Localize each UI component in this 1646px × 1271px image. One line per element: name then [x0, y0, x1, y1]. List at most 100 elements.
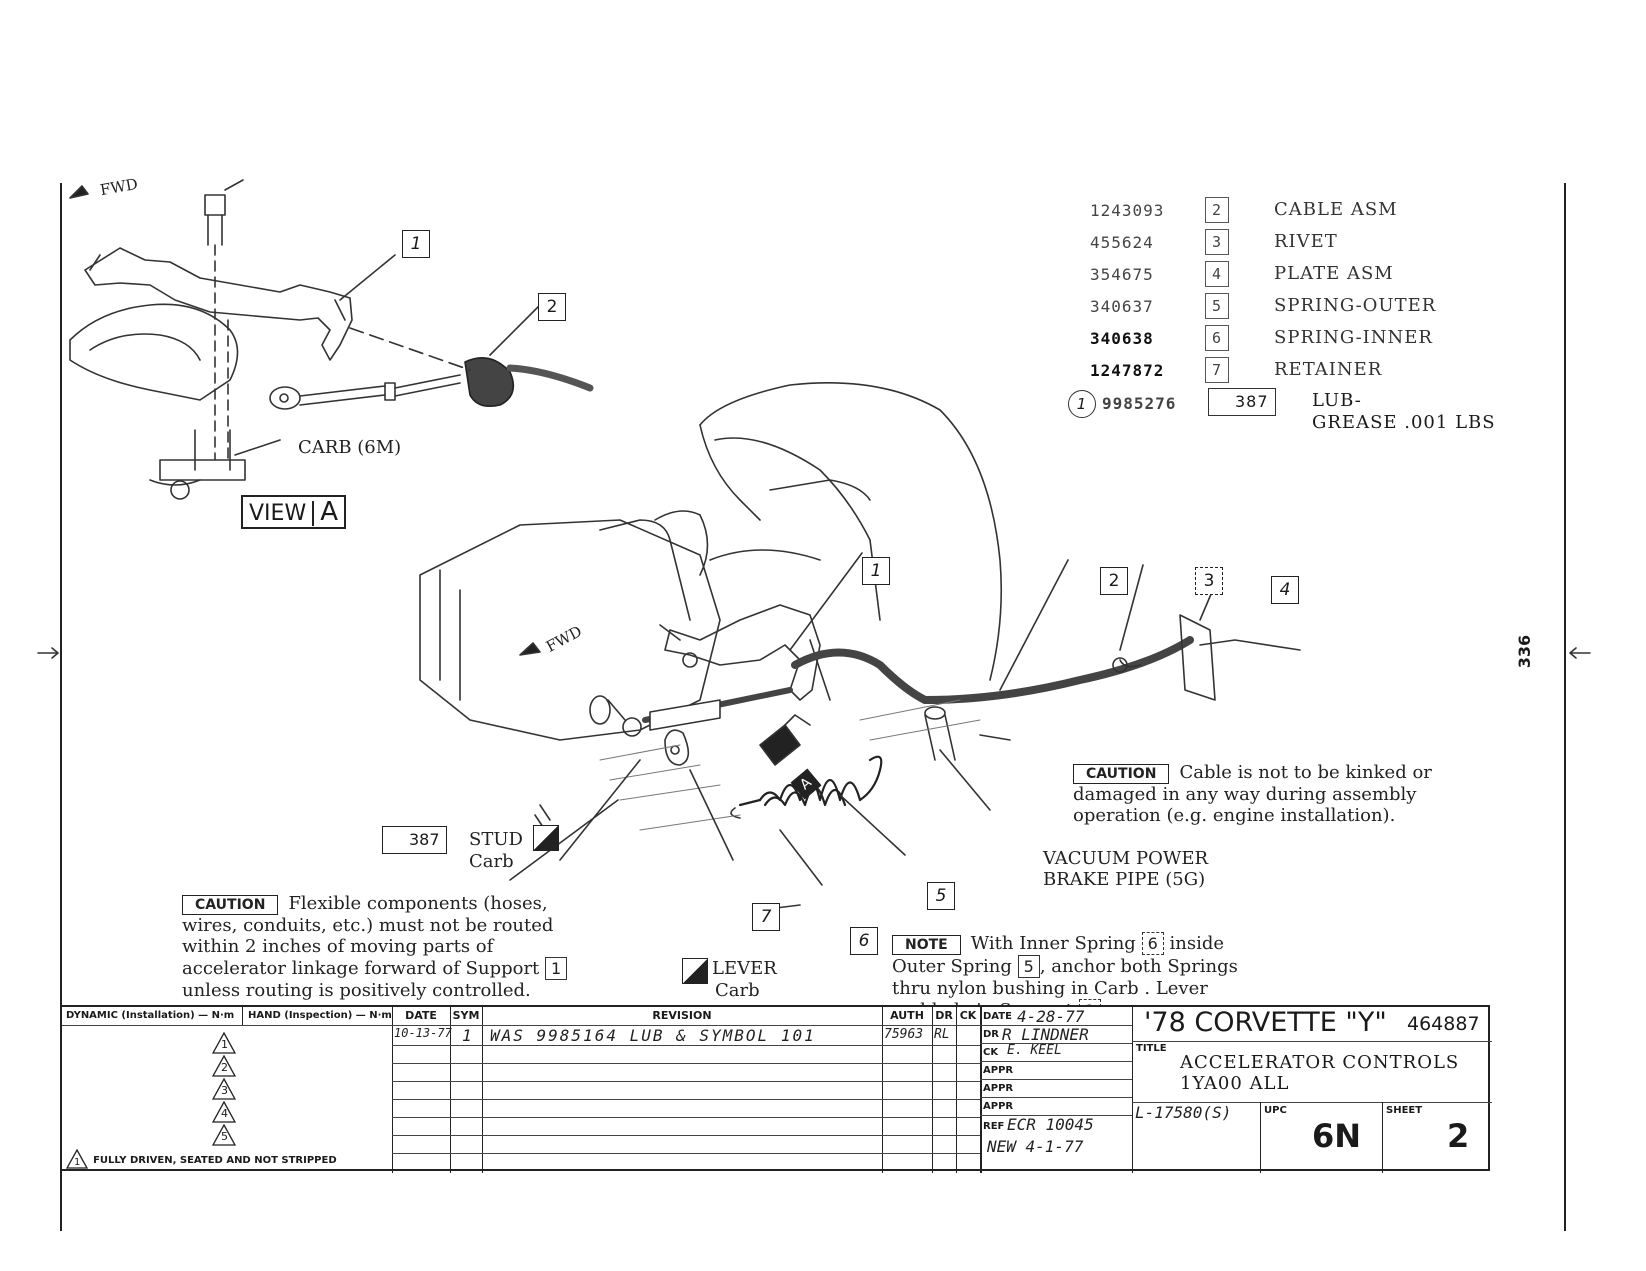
- rev-row-rule: [392, 1045, 980, 1046]
- sheet-value: 2: [1447, 1117, 1470, 1155]
- stud-code-tag: 387: [382, 826, 447, 854]
- caution-cable-text-1: Cable is not to be kinked or: [1179, 762, 1432, 783]
- spring-note-text-1c: inside: [1169, 933, 1225, 954]
- triangle-icon: [211, 1100, 237, 1123]
- torque-sym-num: 1: [221, 1038, 228, 1051]
- hand-header: HAND (Inspection) — N·m: [248, 1010, 392, 1021]
- date-label: DATE: [983, 1011, 1012, 1022]
- rev-col-rule: [482, 1007, 483, 1173]
- part-symbol: 6: [1205, 325, 1229, 351]
- lube-desc-1: LUB-: [1312, 390, 1362, 411]
- torque-sym-num: 3: [221, 1084, 228, 1097]
- rev-dr: RL: [934, 1027, 950, 1042]
- part-symbol: 3: [1205, 229, 1229, 255]
- torque-divider: [392, 1007, 393, 1173]
- triangle-icon: [211, 1031, 237, 1054]
- spring-note-line-1: NOTE With Inner Spring 6 inside: [892, 932, 1238, 955]
- col-ck: CK: [959, 1009, 977, 1022]
- caution-flex-text-3: within 2 inches of moving parts of: [182, 936, 494, 957]
- callout-2: 2: [1100, 567, 1128, 595]
- spring-note-ref-6: 6: [1141, 932, 1164, 955]
- rev-auth: 75963: [884, 1027, 924, 1042]
- callout-6: 6: [850, 927, 878, 955]
- stud-code: 387: [409, 830, 440, 849]
- parts-row: 354675 4 PLATE ASM: [1090, 261, 1590, 291]
- lube-code-value: 387: [1235, 392, 1269, 411]
- torque-sym-num: 2: [221, 1061, 228, 1074]
- spring-note-ref-5: 5: [1017, 955, 1040, 978]
- approval-row-rule: [980, 1079, 1132, 1080]
- stud-sub-label: Carb: [469, 851, 514, 872]
- part-number: 1243093: [1090, 201, 1165, 220]
- rev-col-rule: [932, 1007, 933, 1173]
- model-name: '78 CORVETTE "Y": [1144, 1007, 1387, 1038]
- part-symbol: 7: [1205, 357, 1229, 383]
- part-symbol: 4: [1205, 261, 1229, 287]
- code-rule: [1132, 1102, 1492, 1103]
- torque-sym: 1: [211, 1031, 237, 1054]
- caution-cable-tag: CAUTION: [1073, 764, 1170, 784]
- sheet-rule: [1382, 1102, 1383, 1173]
- approval-col-rule: [1132, 1007, 1133, 1173]
- appr-label-2: APPR: [983, 1083, 1014, 1094]
- approval-row-rule: [980, 1043, 1132, 1044]
- rev-col-rule: [980, 1007, 982, 1173]
- approval-row-rule: [980, 1115, 1132, 1116]
- title-line-2: 1YA00 ALL: [1180, 1073, 1290, 1094]
- title-line-1: ACCELERATOR CONTROLS: [1180, 1052, 1460, 1073]
- part-number: 354675: [1090, 265, 1154, 284]
- part-number: 340638: [1090, 329, 1154, 348]
- callout-1: 1: [862, 557, 890, 585]
- spring-note-text-2a: Outer Spring: [892, 956, 1012, 977]
- part-number: 340637: [1090, 297, 1154, 316]
- dr-value: R LINDNER: [1002, 1025, 1089, 1044]
- page-number: 336: [1515, 634, 1535, 669]
- col-date: DATE: [405, 1009, 437, 1022]
- parts-row: 1243093 2 CABLE ASM: [1090, 197, 1590, 227]
- col-sym: SYM: [452, 1009, 480, 1022]
- parts-row: 340637 5 SPRING-OUTER: [1090, 293, 1590, 323]
- rev-date: 10-13-77: [394, 1026, 452, 1040]
- part-symbol: 2: [1205, 197, 1229, 223]
- carb-6m-label: CARB (6M): [298, 437, 402, 458]
- callout-3: 3: [1195, 567, 1223, 595]
- callout-view-a-1: 1: [402, 230, 430, 258]
- note-tag: NOTE: [892, 935, 961, 955]
- drawing-number: 464887: [1407, 1013, 1480, 1035]
- spring-note-text-1a: With Inner Spring: [970, 933, 1136, 954]
- rev-row-rule: [392, 1063, 980, 1064]
- torque-header-split: [242, 1007, 243, 1025]
- torque-sym-num: 5: [221, 1130, 228, 1143]
- caution-flex-support-ref: 1: [545, 957, 568, 980]
- vacuum-label-2: BRAKE PIPE (5G): [1043, 869, 1206, 890]
- footnote-text: FULLY DRIVEN, SEATED AND NOT STRIPPED: [93, 1155, 337, 1166]
- caution-cable-line-1: CAUTION Cable is not to be kinked or: [1073, 762, 1432, 784]
- ck-value: E. KEEL: [1007, 1043, 1062, 1058]
- caution-cable-text-3: operation (e.g. engine installation).: [1073, 805, 1396, 826]
- parts-row: 455624 3 RIVET: [1090, 229, 1590, 259]
- torque-sym: 5: [211, 1123, 237, 1146]
- lube-symbol: 1: [1068, 390, 1096, 418]
- title-block: DYNAMIC (Installation) — N·m HAND (Inspe…: [60, 1005, 1492, 1173]
- title-label: TITLE: [1136, 1043, 1167, 1054]
- vacuum-label-1: VACUUM POWER: [1043, 848, 1209, 869]
- svg-text:1: 1: [74, 1157, 80, 1168]
- part-number: 1247872: [1090, 361, 1165, 380]
- sheet-label: SHEET: [1386, 1105, 1423, 1116]
- approval-row-rule: [980, 1025, 1132, 1026]
- rev-col-rule: [956, 1007, 957, 1173]
- caution-flex-text-2: wires, conduits, etc.) must not be route…: [182, 915, 554, 936]
- parts-row: 1247872 7 RETAINER: [1090, 357, 1590, 387]
- lube-code: 387: [1208, 388, 1276, 416]
- title-rule: [1132, 1041, 1492, 1042]
- footnote: 1 FULLY DRIVEN, SEATED AND NOT STRIPPED: [65, 1148, 337, 1169]
- part-symbol: 5: [1205, 293, 1229, 319]
- triangle-icon: 1: [65, 1148, 89, 1169]
- lever-torque-icon: [682, 958, 708, 984]
- lube-row: 1 9985276 387 LUB- GREASE .001 LBS: [1068, 388, 1590, 440]
- drawing-frame: [60, 183, 1566, 1231]
